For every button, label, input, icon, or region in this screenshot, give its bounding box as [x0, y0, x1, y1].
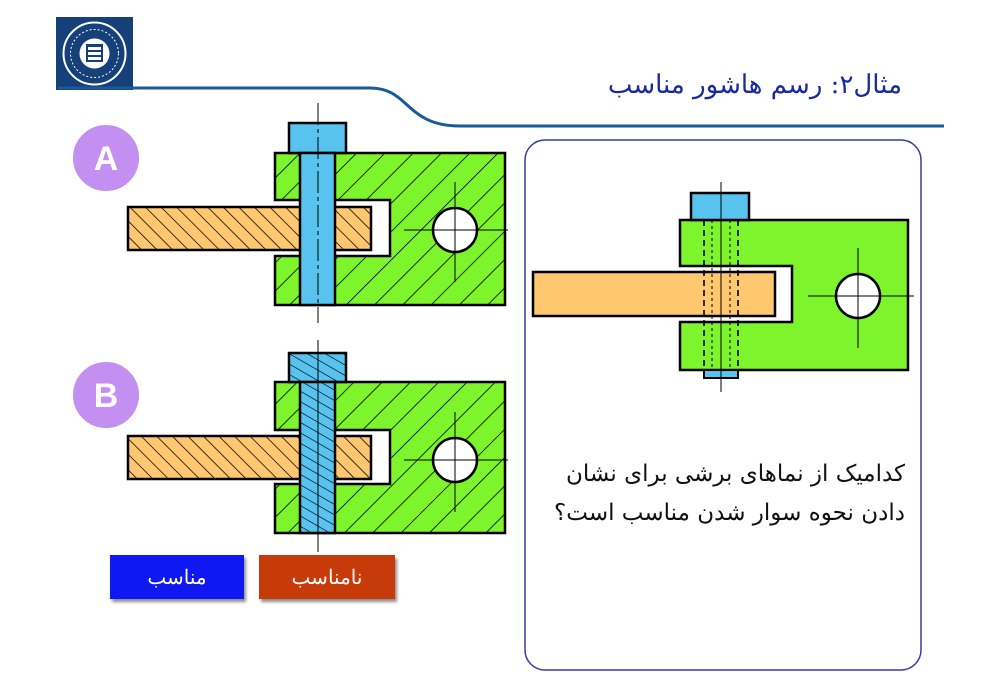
slide-title: مثال۲: رسم هاشور مناسب [607, 70, 902, 100]
sectional-view-a[interactable] [126, 103, 508, 323]
bolt-head-exterior [689, 191, 751, 222]
unsuitable-button[interactable]: نامناسب [259, 555, 395, 599]
option-badge-a[interactable]: A [71, 123, 141, 193]
option-label-a: A [94, 140, 119, 178]
option-badge-b[interactable]: B [71, 360, 141, 430]
clamp-body-exterior [678, 218, 910, 372]
exterior-view-drawing [531, 182, 914, 392]
question-text: کدامیک از نماهای برشی برای نشان دادن نحو… [554, 461, 905, 526]
option-label-b: B [94, 377, 119, 415]
sectional-view-b[interactable] [126, 340, 508, 552]
unsuitable-button-label: نامناسب [291, 565, 363, 589]
header-accent-line [58, 86, 944, 128]
suitable-button-label: مناسب [147, 565, 207, 589]
suitable-button[interactable]: مناسب [110, 555, 244, 599]
bar-exterior [531, 270, 777, 318]
university-seal-icon [56, 17, 133, 90]
